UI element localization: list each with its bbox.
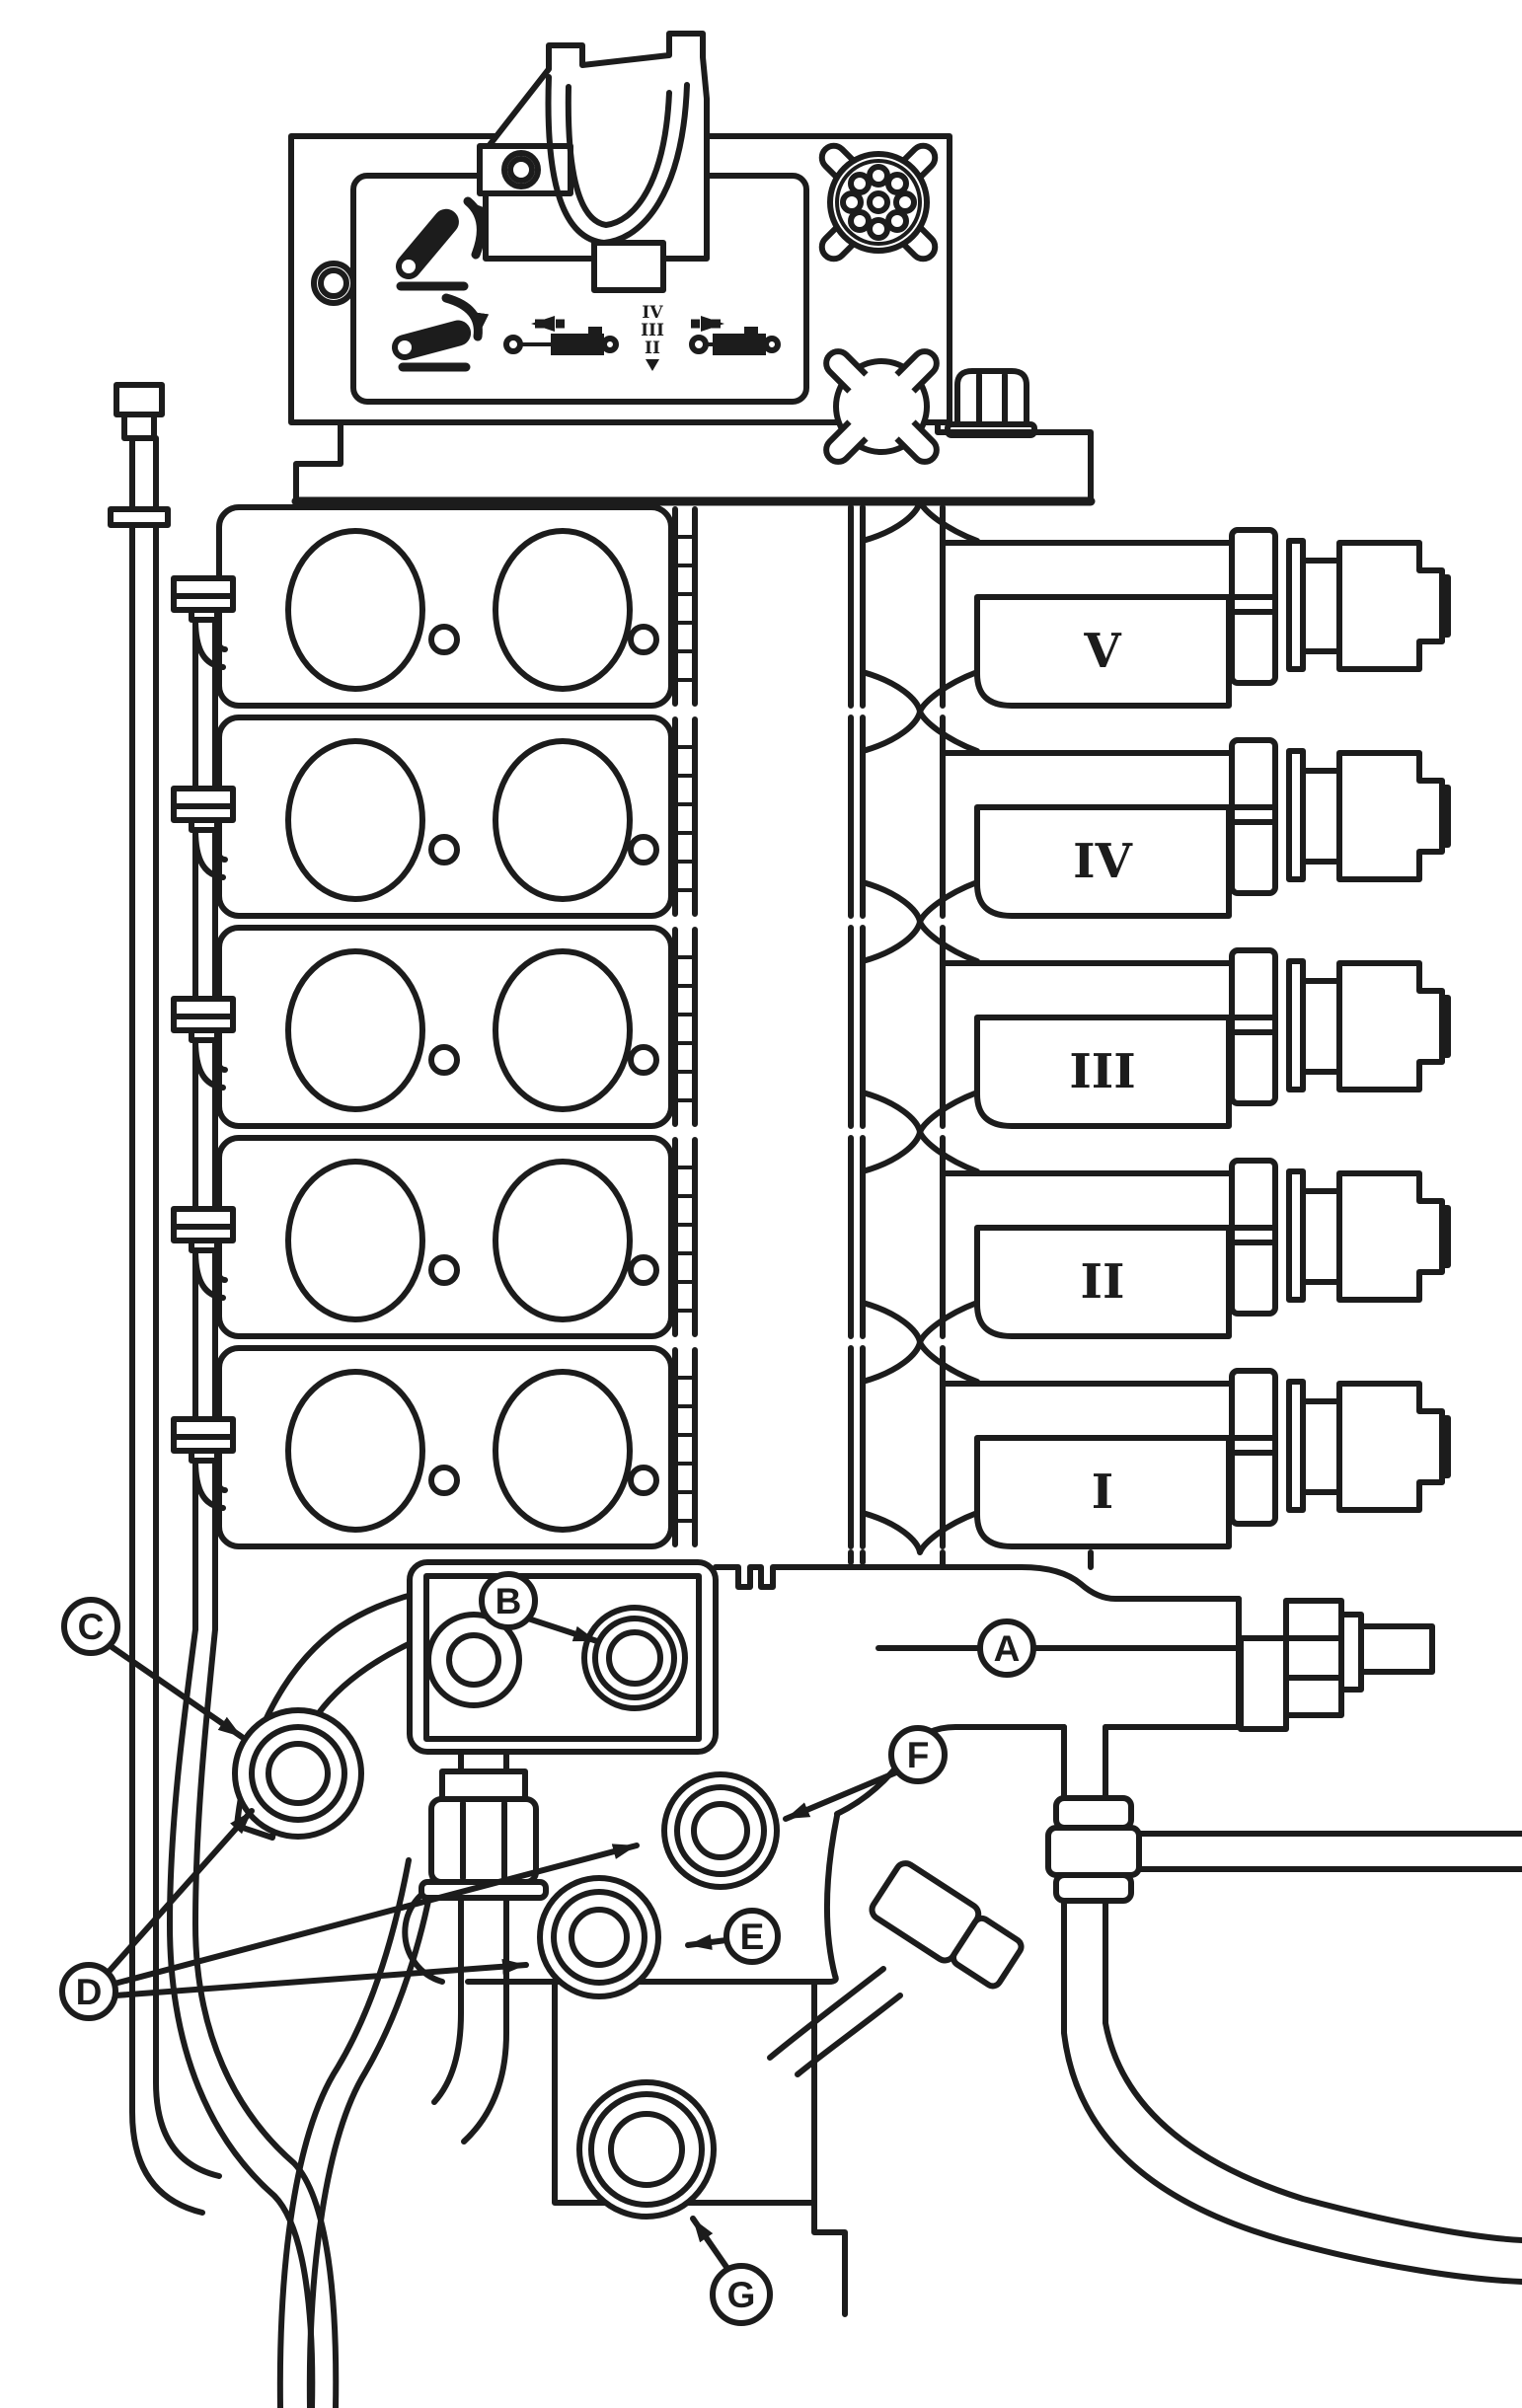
callout-B: B (479, 1571, 600, 1644)
section-label: II (1081, 1254, 1125, 1310)
callout-D: D (59, 1808, 640, 2021)
numeral-III: III (641, 321, 664, 340)
left-pipe-group (108, 382, 222, 2216)
svg-text:F: F (907, 1735, 930, 1775)
cylinder-extend-icon (689, 316, 781, 355)
callout-A: A (977, 1618, 1036, 1678)
lever-raise-icon (396, 196, 492, 291)
svg-text:A: A (994, 1628, 1021, 1669)
cylinder-retract-icon (503, 316, 619, 355)
svg-text:D: D (76, 1972, 103, 2012)
angled-elbow-fitting (869, 1860, 1025, 1990)
section-label: I (1092, 1465, 1113, 1520)
relief-valve-fitting (1238, 1598, 1435, 1732)
section-label: III (1069, 1044, 1135, 1099)
callout-C: C (61, 1597, 245, 1740)
numeral-IV: IV (642, 303, 663, 323)
outlet-block (407, 1559, 719, 1755)
section-label: V (1083, 624, 1121, 679)
bracket-bolt (501, 150, 541, 189)
svg-text:C: C (78, 1607, 105, 1647)
panel-hex-nut (945, 368, 1037, 438)
callout-F: F (783, 1725, 948, 1822)
knob-cutout-icon (823, 348, 940, 465)
bracket-stem (591, 240, 666, 293)
callouts: A B C D E F (59, 1571, 1036, 2326)
valve-stack: V IV III II I (108, 382, 1448, 2216)
lever-lower-icon (392, 293, 490, 372)
valve-section (174, 1342, 1448, 1629)
port-E (537, 1875, 661, 1999)
svg-text:B: B (495, 1581, 522, 1621)
steel-pipes (167, 1626, 437, 2408)
callout-G: G (690, 2216, 773, 2326)
right-union-fitting (1045, 1724, 1522, 2285)
panel-bolt-hole (311, 261, 356, 306)
port-B (581, 1605, 688, 1711)
pipe-union-nut (419, 1768, 549, 1901)
port-F (661, 1771, 780, 1890)
selector-numerals: IV III II (641, 303, 664, 371)
section-label: IV (1073, 834, 1132, 889)
mounting-bracket (477, 31, 710, 293)
numeral-II: II (645, 339, 660, 358)
control-panel: IV III II (288, 31, 1094, 504)
outlet-body (167, 1549, 1522, 2408)
svg-text:E: E (740, 1917, 765, 1957)
svg-text:G: G (727, 2275, 756, 2315)
down-arrow-icon (646, 359, 659, 371)
connector-8pin-icon (818, 142, 939, 263)
callout-E: E (685, 1908, 781, 1965)
port-G (576, 2079, 717, 2220)
port-C (232, 1707, 364, 1840)
outlet-port (425, 1612, 522, 1708)
